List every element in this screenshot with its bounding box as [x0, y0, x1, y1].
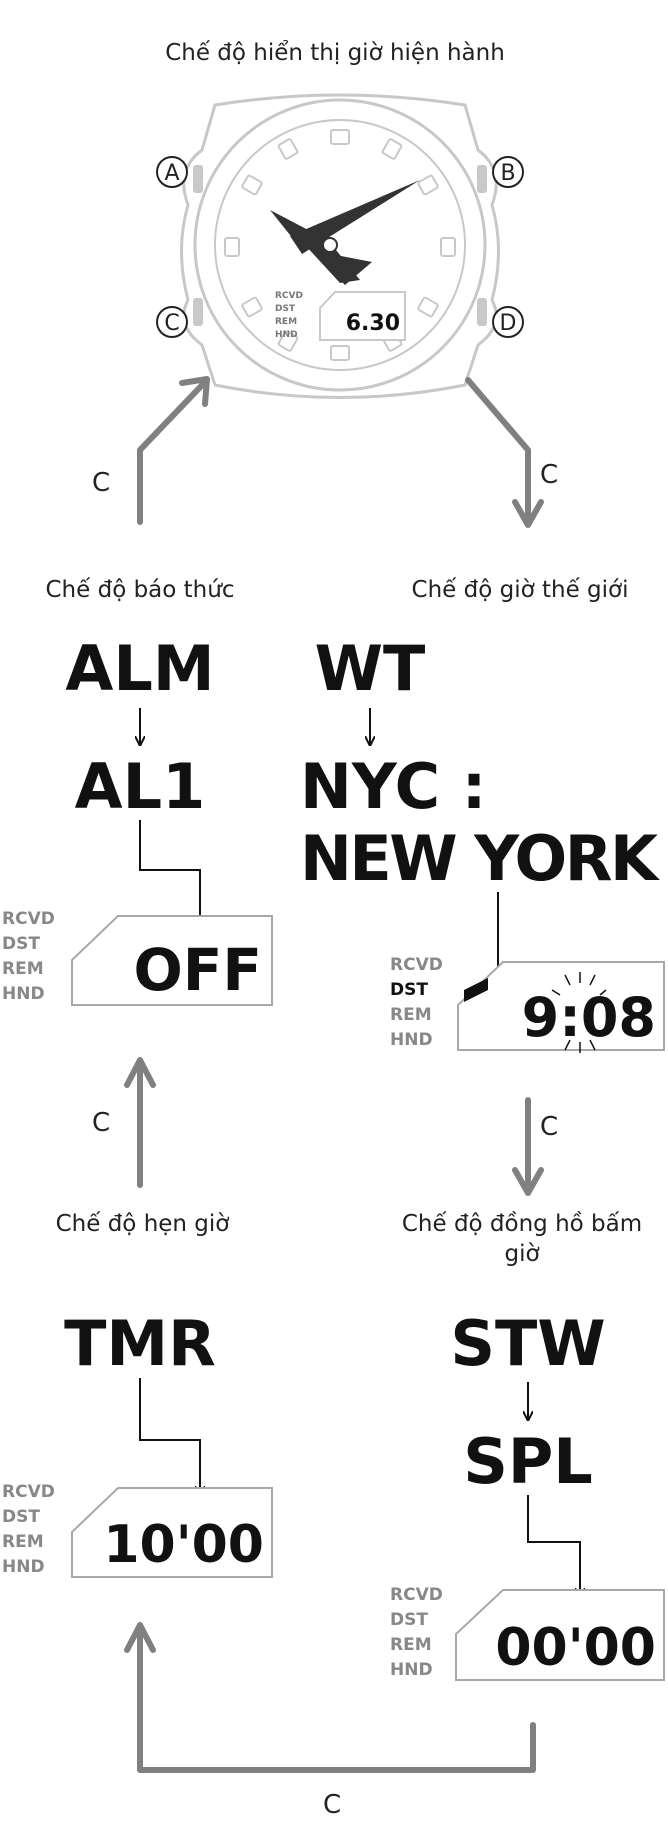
arrow-current-to-world-time [465, 377, 531, 523]
transition-arrows [124, 376, 544, 1773]
stopwatch-sub: SPL [463, 1425, 593, 1498]
watch-bezel [193, 98, 487, 392]
transition-c-label: C [540, 460, 559, 490]
indicator-dst: DST [275, 304, 296, 314]
world-time-code: WT [315, 632, 426, 705]
current-mode-title: Chế độ hiển thị giờ hiện hành [165, 40, 505, 66]
indicator-rem: REM [390, 1635, 432, 1655]
button-label-c: C [164, 311, 179, 336]
hour-hand-tip [305, 230, 360, 283]
stopwatch-lcd-value: 00'00 [495, 1618, 656, 1678]
arrow-al1-to-off [139, 820, 200, 925]
indicator-dst: DST [390, 1610, 428, 1630]
indicator-hnd: HND [390, 1660, 433, 1680]
dst-flag-icon [464, 978, 488, 1002]
watch-dial [214, 119, 466, 371]
world-time-city-name: NEW YORK [300, 822, 660, 895]
indicator-dst: DST [2, 1507, 40, 1527]
indicator-hnd: HND [390, 1030, 433, 1050]
stopwatch-lcd-panel: RCVD DST REM HND 00'00 [390, 1585, 665, 1681]
alarm-lcd-panel: RCVD DST REM HND OFF [2, 909, 273, 1006]
watch-case [180, 93, 500, 399]
indicator-rem: REM [2, 959, 44, 979]
button-label-d: D [500, 311, 517, 336]
world-time-mode-title: Chế độ giờ thế giới [411, 577, 629, 603]
transition-c-label: C [92, 468, 111, 498]
transition-c-label: C [323, 1790, 342, 1820]
watch-illustration: RCVD DST REM HND 6.30 A B C D [156, 93, 524, 399]
alarm-code: ALM [65, 632, 214, 705]
button-label-c-ring [156, 306, 188, 338]
timer-mode-title: Chế độ hẹn giờ [55, 1211, 230, 1237]
indicator-rcvd: RCVD [390, 955, 443, 975]
indicator-hnd: HND [2, 984, 45, 1004]
alarm-sub: AL1 [75, 750, 206, 823]
button-label-b-ring [492, 156, 524, 188]
world-time-lcd-panel: RCVD DST REM HND 9:08 [390, 955, 665, 1053]
stopwatch-code: STW [450, 1307, 605, 1380]
timer-lcd-panel: RCVD DST REM HND 10'00 [2, 1482, 273, 1578]
arrow-spl-to-display [527, 1495, 580, 1597]
indicator-rem: REM [2, 1532, 44, 1552]
button-label-a: A [164, 161, 179, 186]
hand-pivot [322, 237, 338, 253]
arrow-stopwatch-to-timer [137, 1625, 536, 1773]
world-time-lcd-value: 9:08 [522, 986, 656, 1049]
world-time-city-code: NYC : [300, 750, 486, 823]
indicator-rcvd: RCVD [275, 291, 303, 301]
arrow-tmr-to-display [139, 1378, 200, 1495]
watch-lcd [319, 291, 406, 341]
timer-lcd-value: 10'00 [103, 1515, 264, 1575]
flash-marks [551, 972, 607, 1053]
button-label-d-ring [492, 306, 524, 338]
indicator-rcvd: RCVD [2, 909, 55, 929]
button-label-b: B [500, 161, 515, 186]
side-button-a [193, 165, 203, 193]
indicator-dst: DST [2, 934, 40, 954]
watch-lcd-time: 6.30 [346, 311, 400, 336]
transition-c-label: C [540, 1112, 559, 1142]
side-button-c [193, 298, 203, 326]
indicator-rem: REM [390, 1005, 432, 1025]
timer-code: TMR [64, 1307, 216, 1380]
indicator-hnd: HND [2, 1557, 45, 1577]
indicator-rcvd: RCVD [2, 1482, 55, 1502]
side-button-b [477, 165, 487, 193]
transition-c-label: C [92, 1108, 111, 1138]
indicator-rcvd: RCVD [390, 1585, 443, 1605]
indicator-dst: DST [390, 980, 428, 1000]
stopwatch-mode-title: Chế độ đồng hồ bấm giờ [401, 1211, 643, 1267]
indicator-hnd: HND [275, 330, 298, 340]
alarm-lcd-value: OFF [133, 936, 262, 1004]
side-button-d [477, 298, 487, 326]
indicator-rem: REM [275, 317, 297, 327]
button-label-a-ring [156, 156, 188, 188]
arrow-alarm-to-current [137, 379, 208, 525]
alarm-mode-title: Chế độ báo thức [45, 577, 235, 603]
